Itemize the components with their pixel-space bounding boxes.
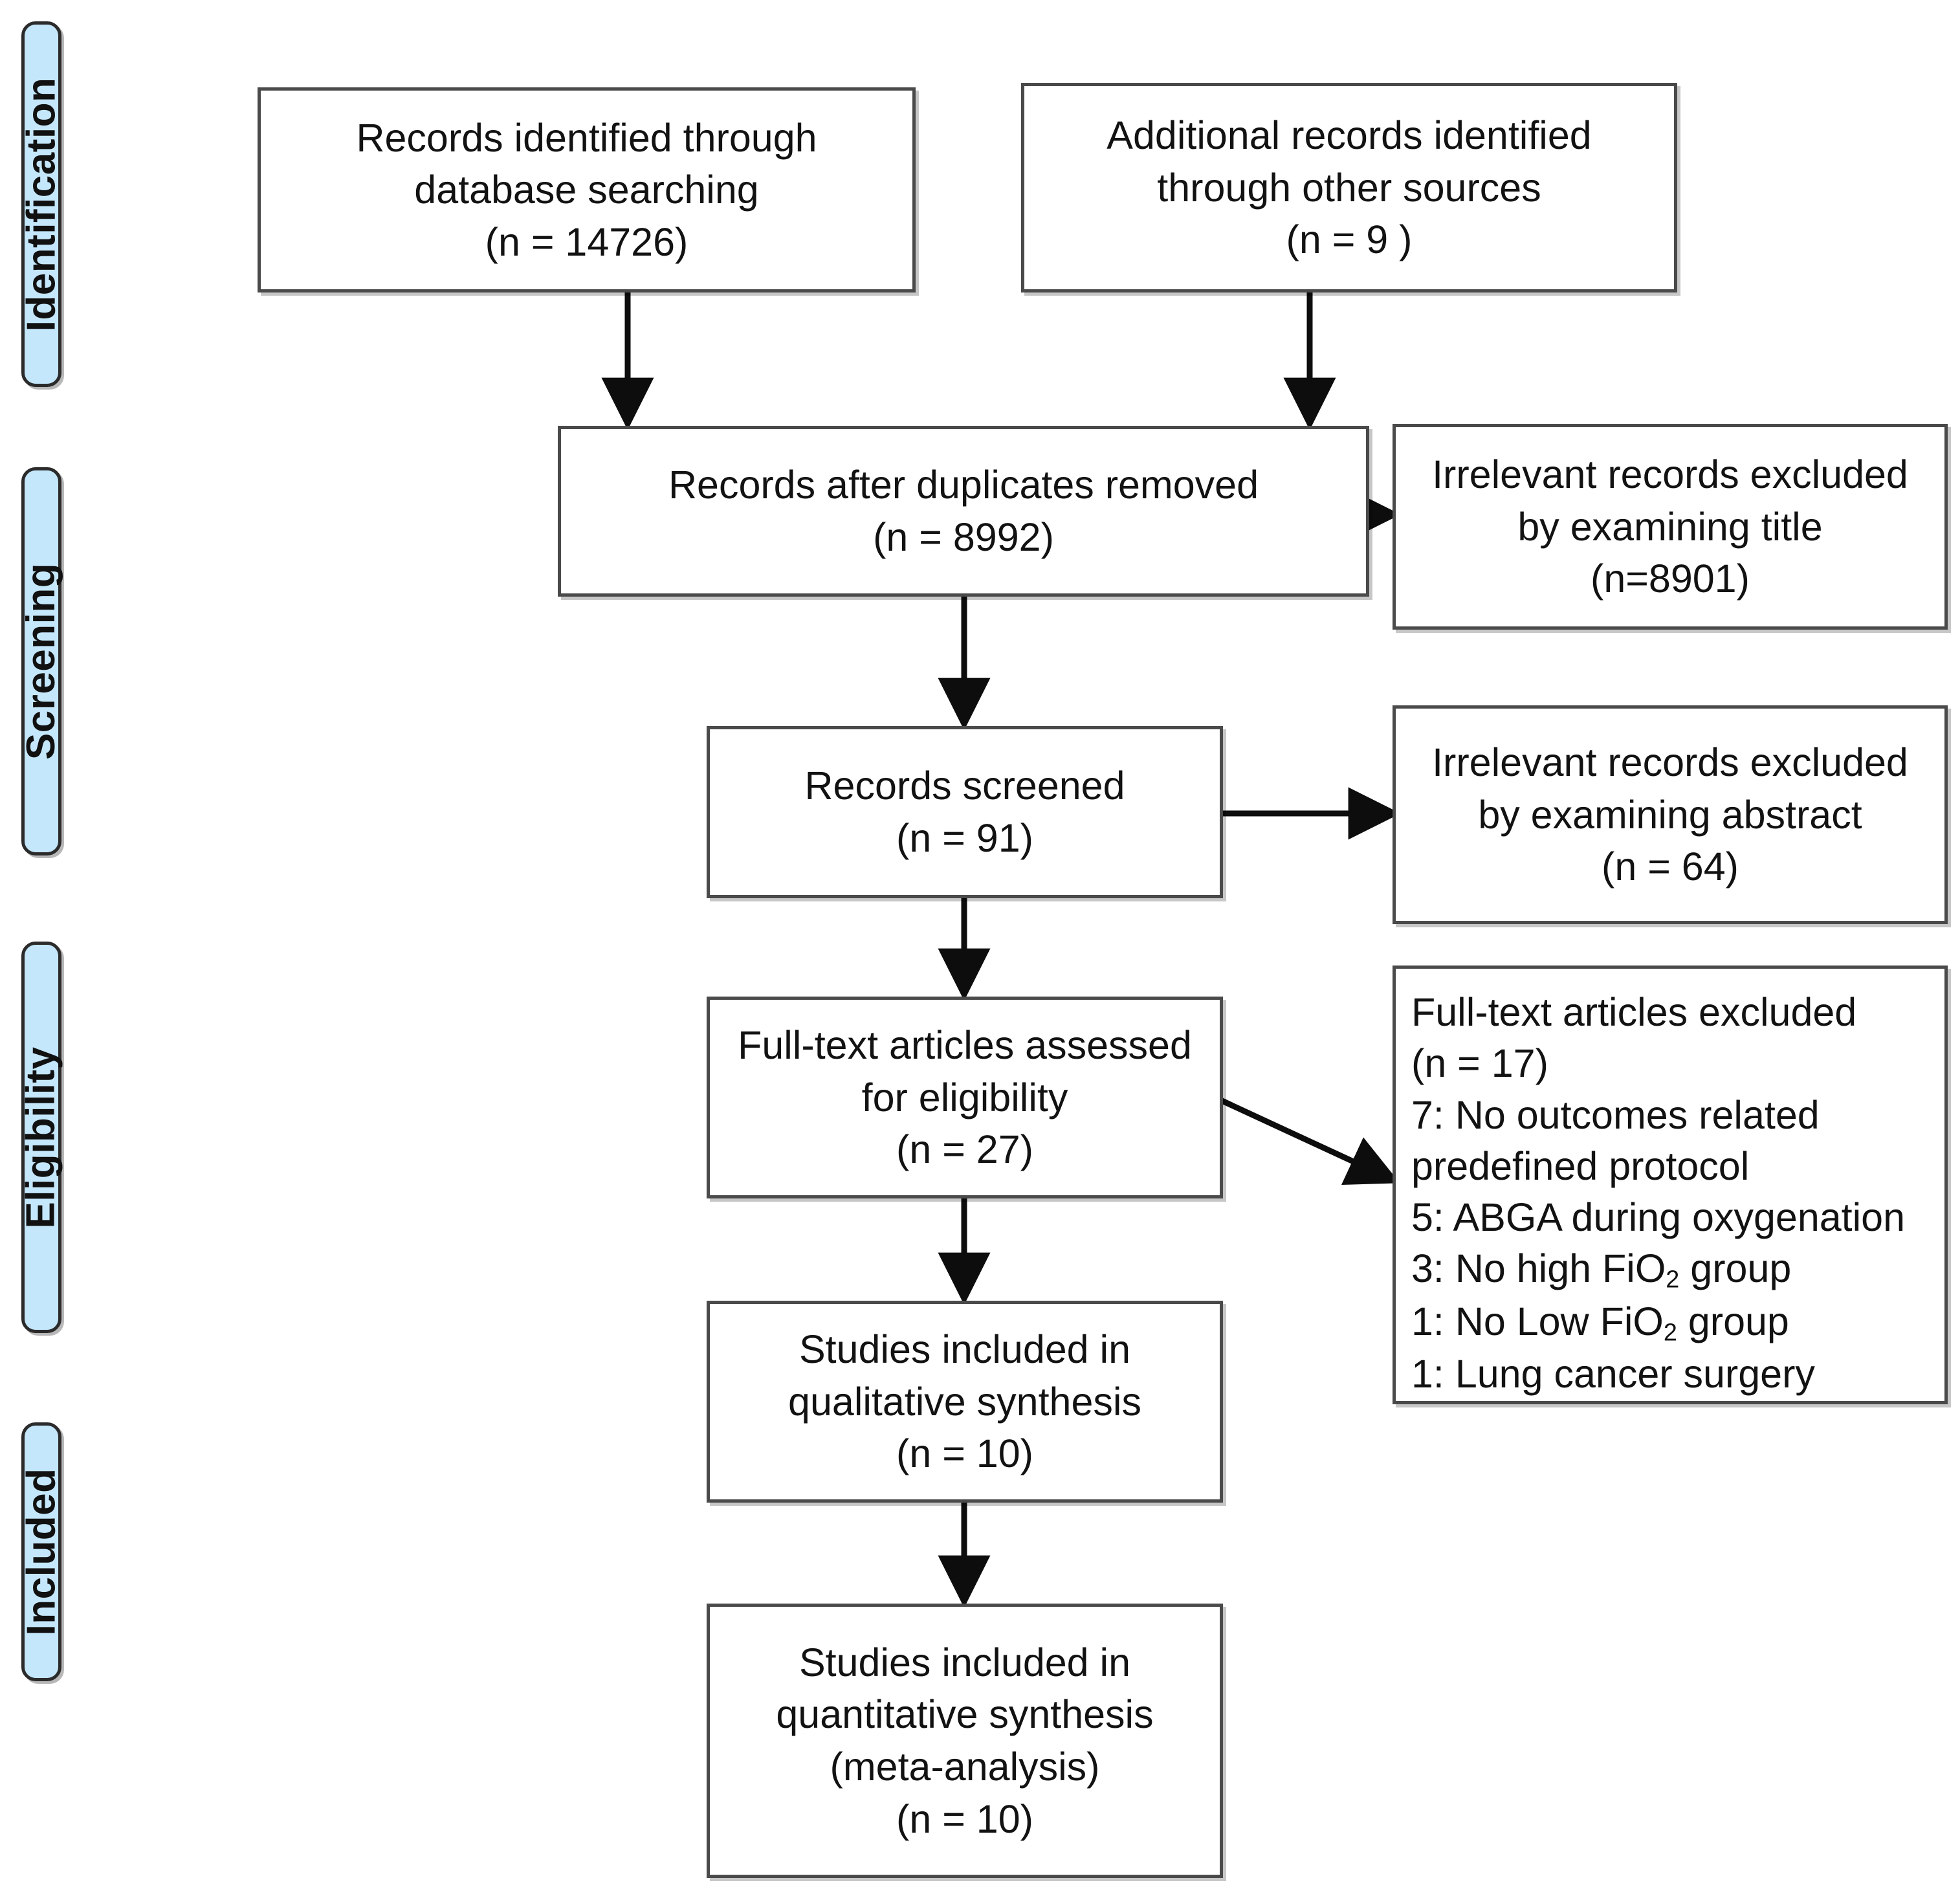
box-fulltext-articles-excluded: Full-text articles excluded (n = 17) 7: … xyxy=(1393,966,1948,1404)
box-records-screened: Records screened (n = 91) xyxy=(707,726,1223,898)
stage-label-identification-text: Identification xyxy=(19,77,63,331)
box-line: (n = 17) xyxy=(1411,1041,1548,1086)
box-line: (n = 10) xyxy=(896,1796,1033,1841)
box-records-after-duplicates-removed: Records after duplicates removed (n = 89… xyxy=(558,426,1369,597)
box-line: by examining title xyxy=(1517,504,1823,549)
box-line: Full-text articles assessed xyxy=(738,1023,1192,1068)
box-line: (n = 27) xyxy=(896,1127,1033,1172)
stage-label-included-text: Included xyxy=(19,1468,63,1636)
stage-label-eligibility-text: Eligibility xyxy=(19,1046,63,1229)
box-line: Records identified through xyxy=(356,115,817,160)
box-line: 1: Lung cancer surgery xyxy=(1411,1352,1815,1396)
box-line: qualitative synthesis xyxy=(788,1379,1141,1424)
stage-label-screening: Screening xyxy=(19,467,63,855)
stage-label-screening-text: Screening xyxy=(19,562,63,760)
box-line: Full-text articles excluded xyxy=(1411,990,1857,1034)
box-line-fio2-low: 1: No Low FiO2 group xyxy=(1411,1296,1789,1349)
box-line: (meta-analysis) xyxy=(830,1745,1100,1789)
box-line: through other sources xyxy=(1157,165,1541,210)
box-line: Records after duplicates removed xyxy=(668,463,1259,507)
box-line: Additional records identified xyxy=(1107,113,1592,158)
box-line-fio2-high: 3: No high FiO2 group xyxy=(1411,1243,1791,1296)
box-irrelevant-excluded-abstract: Irrelevant records excluded by examining… xyxy=(1393,705,1948,924)
box-line: for eligibility xyxy=(861,1075,1068,1120)
arrow-fulltext-to-excluded xyxy=(1217,1096,1400,1186)
box-line: Irrelevant records excluded xyxy=(1432,740,1908,785)
box-line: predefined protocol xyxy=(1411,1143,1750,1188)
box-line: by examining abstract xyxy=(1478,792,1862,837)
box-studies-included-quantitative: Studies included in quantitative synthes… xyxy=(707,1604,1223,1878)
box-line: (n = 8992) xyxy=(873,515,1054,559)
box-line: (n = 91) xyxy=(896,816,1033,860)
fio2-low-pre: 1: No Low FiO xyxy=(1411,1299,1664,1343)
fio2-high-pre: 3: No high FiO xyxy=(1411,1246,1666,1291)
box-irrelevant-excluded-title: Irrelevant records excluded by examining… xyxy=(1393,424,1948,630)
box-line: (n = 10) xyxy=(896,1431,1033,1476)
box-additional-records-other-sources: Additional records identified through ot… xyxy=(1021,83,1677,292)
fio2-high-sub: 2 xyxy=(1666,1266,1680,1294)
box-line: Studies included in xyxy=(798,1327,1131,1372)
box-studies-included-qualitative: Studies included in qualitative synthesi… xyxy=(707,1301,1223,1503)
fio2-low-post: group xyxy=(1677,1299,1789,1343)
box-line: (n=8901) xyxy=(1591,557,1750,601)
box-line: 5: ABGA during oxygenation xyxy=(1411,1195,1906,1240)
box-line: database searching xyxy=(414,168,759,212)
box-line: quantitative synthesis xyxy=(776,1692,1154,1737)
box-fulltext-articles-assessed: Full-text articles assessed for eligibil… xyxy=(707,997,1223,1198)
box-line: Irrelevant records excluded xyxy=(1432,452,1908,497)
box-line: (n = 9 ) xyxy=(1286,217,1413,262)
stage-label-identification: Identification xyxy=(19,21,63,387)
fio2-low-sub: 2 xyxy=(1663,1319,1677,1347)
box-line: Studies included in xyxy=(798,1640,1131,1684)
box-line: 7: No outcomes related xyxy=(1411,1092,1820,1137)
box-line: (n = 64) xyxy=(1602,844,1739,889)
stage-label-eligibility: Eligibility xyxy=(19,942,63,1333)
stage-label-included: Included xyxy=(19,1422,63,1681)
fio2-high-post: group xyxy=(1679,1246,1792,1291)
box-line: (n = 14726) xyxy=(485,219,688,264)
box-line: Records screened xyxy=(804,764,1125,808)
box-records-identified-database: Records identified through database sear… xyxy=(258,87,916,292)
